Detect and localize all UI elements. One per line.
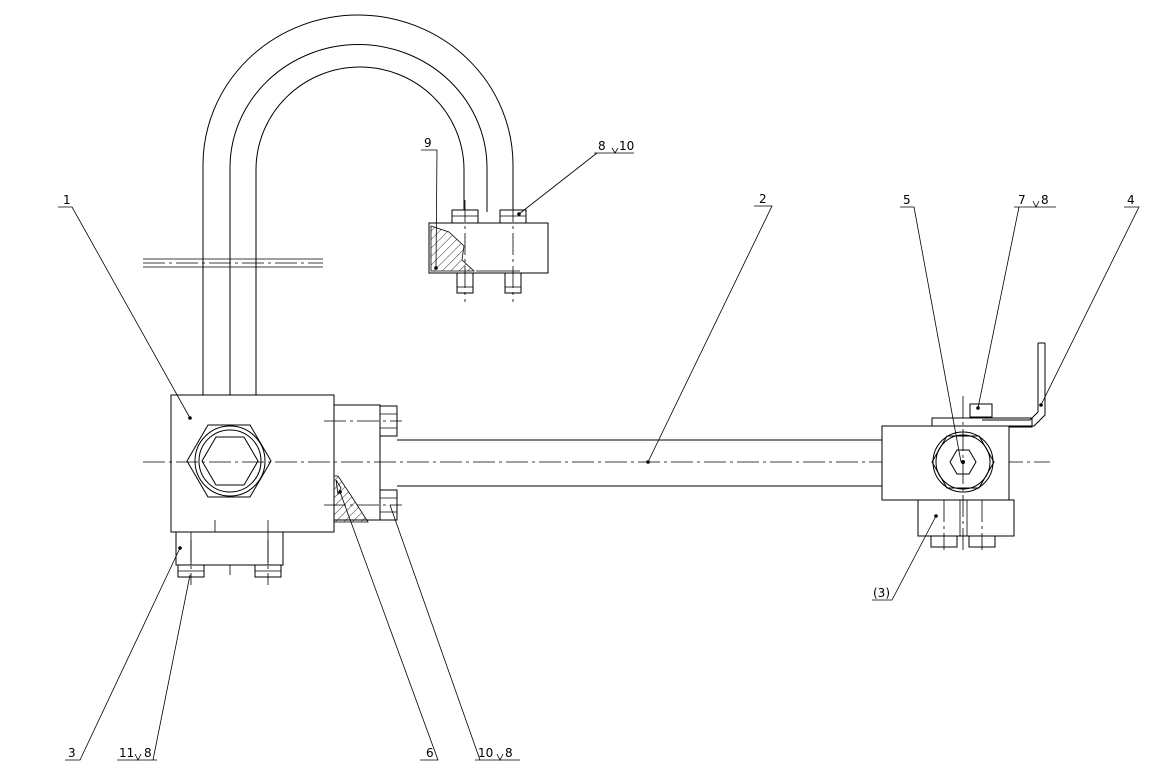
right-fitting-block — [881, 396, 1033, 552]
label-pair-ticks — [134, 147, 1040, 761]
leader-lines — [58, 149, 1140, 761]
straight-pipe-2 — [143, 439, 1050, 487]
top-clamp-block — [428, 200, 549, 302]
label-part-4: 4 — [1127, 193, 1135, 207]
label-part-8-top: 8 — [598, 139, 606, 153]
label-part-6: 6 — [426, 746, 434, 760]
label-part-3-ref: (3) — [873, 586, 890, 600]
label-part-5: 5 — [903, 193, 911, 207]
l-bracket-4 — [982, 342, 1046, 427]
flange-connector — [324, 404, 402, 523]
label-part-7: 7 — [1018, 193, 1026, 207]
label-part-1: 1 — [63, 193, 71, 207]
valve-block-1 — [170, 394, 335, 540]
label-part-11: 11 — [119, 746, 134, 760]
label-part-8-left: 8 — [144, 746, 152, 760]
bottom-bracket-3 — [175, 531, 284, 585]
label-part-9: 9 — [424, 136, 432, 150]
label-part-3: 3 — [68, 746, 76, 760]
label-part-8-bottom: 8 — [505, 746, 513, 760]
section-line — [143, 258, 323, 268]
part-labels: 1 2 3 4 5 6 9 (3) 8 10 7 8 11 8 10 8 — [63, 136, 1135, 760]
label-part-2: 2 — [759, 192, 767, 206]
label-part-10-top: 10 — [619, 139, 634, 153]
label-part-10-bottom: 10 — [478, 746, 493, 760]
label-part-8-right: 8 — [1041, 193, 1049, 207]
